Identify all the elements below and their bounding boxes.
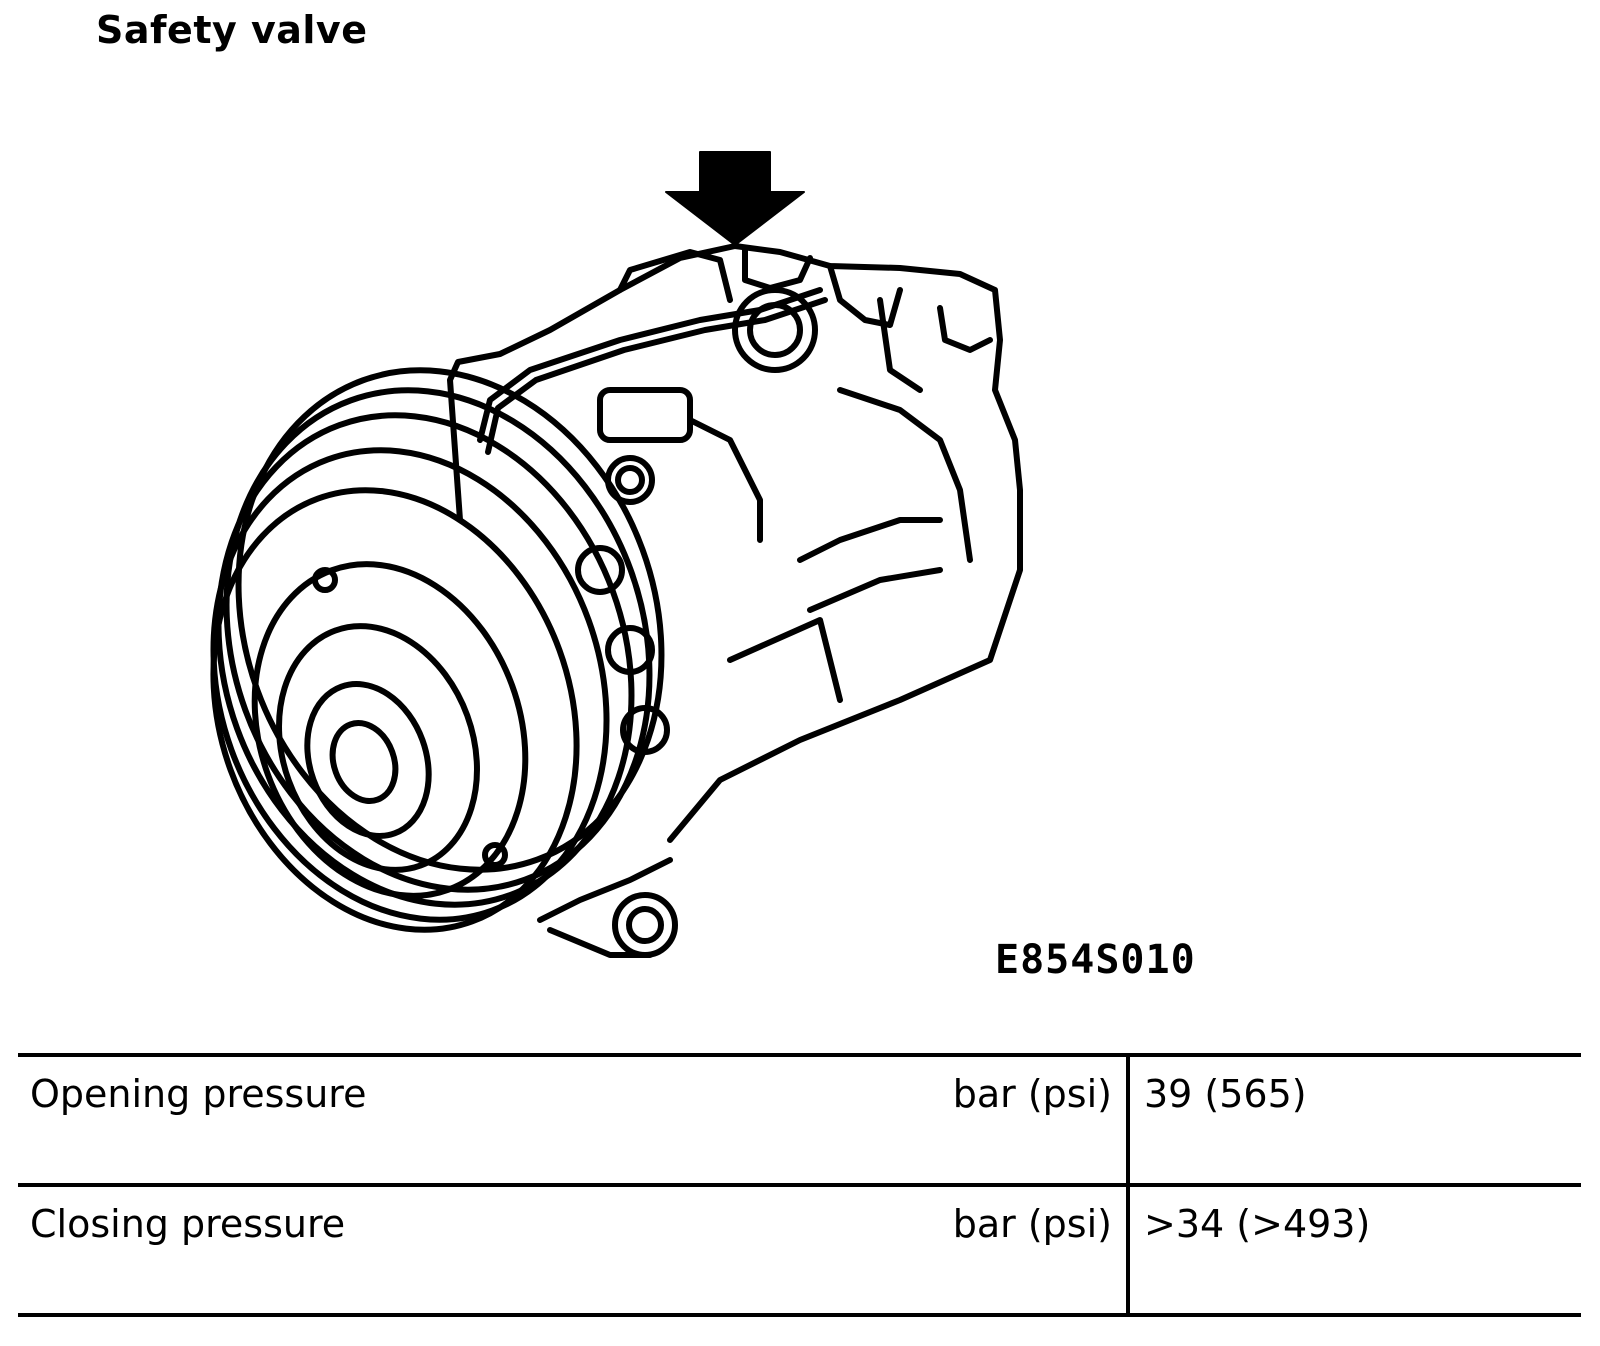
table-row: Opening pressure bar (psi) 39 (565) xyxy=(18,1053,1581,1187)
value-cell: 39 (565) xyxy=(1126,1053,1581,1187)
value-cell: >34 (>493) xyxy=(1126,1185,1581,1317)
spec-table: Opening pressure bar (psi) 39 (565) Clos… xyxy=(18,1053,1581,1317)
unit-cell: bar (psi) xyxy=(868,1053,1128,1187)
parameter-cell: Opening pressure xyxy=(18,1053,868,1187)
parameter-cell: Closing pressure xyxy=(18,1185,868,1317)
down-arrow-icon xyxy=(665,151,805,246)
figure-code: E854S010 xyxy=(995,937,1196,983)
ac-compressor-icon xyxy=(210,151,1023,958)
page-title: Safety valve xyxy=(96,8,368,52)
unit-cell: bar (psi) xyxy=(868,1185,1128,1317)
compressor-figure xyxy=(200,140,1080,1000)
table-row: Closing pressure bar (psi) >34 (>493) xyxy=(18,1185,1581,1317)
